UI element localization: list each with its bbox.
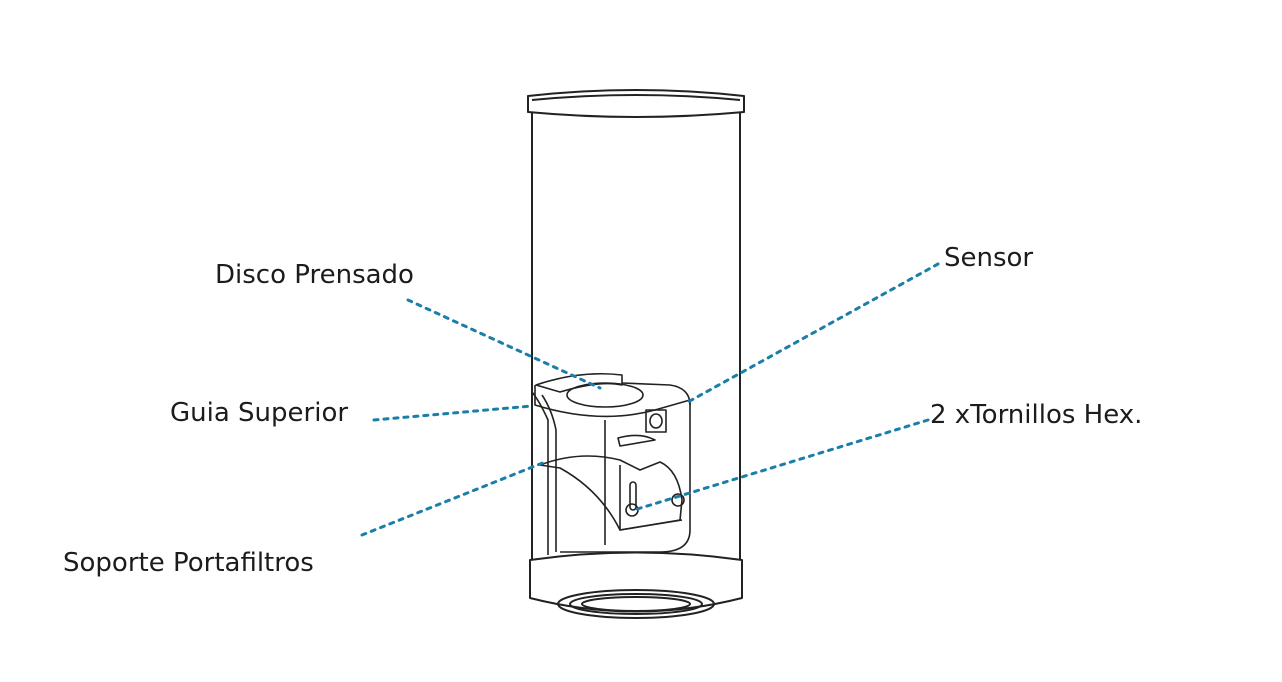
- leader-sensor: [686, 262, 940, 404]
- base-ring: [529, 551, 743, 619]
- leader-guia-superior: [372, 404, 534, 422]
- label-disco-prensado: Disco Prensado: [215, 260, 414, 290]
- leader-soporte: [360, 460, 547, 537]
- top-cap: [527, 89, 745, 118]
- label-soporte-portafiltros: Soporte Portafiltros: [63, 548, 314, 578]
- label-tornillos-hex: 2 xTornillos Hex.: [930, 400, 1143, 430]
- leader-tornillos: [632, 418, 930, 512]
- leader-disco-prensado: [406, 298, 602, 390]
- label-sensor: Sensor: [944, 243, 1034, 273]
- label-guia-superior: Guia Superior: [170, 398, 349, 428]
- cylinder-body: [531, 113, 741, 560]
- cavity: [531, 372, 691, 555]
